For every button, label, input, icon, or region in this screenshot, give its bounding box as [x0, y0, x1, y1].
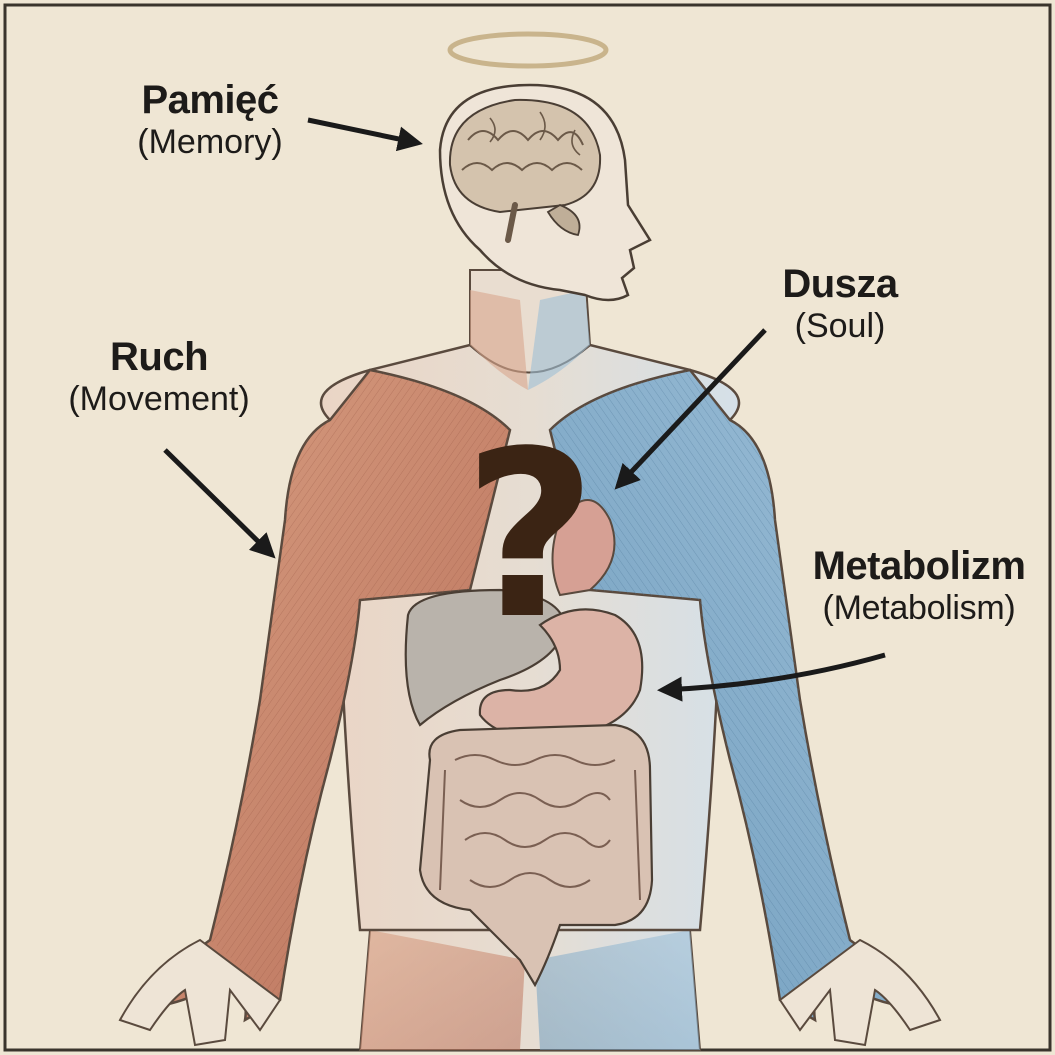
halo-icon: [450, 34, 606, 66]
label-metabolism: Metabolizm (Metabolism): [786, 544, 1052, 627]
label-memory-polish: Pamięć: [100, 78, 320, 123]
arrow-icon: [308, 120, 418, 143]
label-memory: Pamięć (Memory): [100, 78, 320, 161]
label-soul-english: (Soul): [760, 307, 920, 345]
label-movement-english: (Movement): [28, 380, 290, 418]
label-metabolism-polish: Metabolizm: [786, 544, 1052, 589]
arrow-icon: [165, 450, 272, 555]
label-soul: Dusza (Soul): [760, 262, 920, 345]
question-mark-icon: ?: [463, 403, 596, 670]
label-soul-polish: Dusza: [760, 262, 920, 307]
label-movement-polish: Ruch: [28, 335, 290, 380]
label-movement: Ruch (Movement): [28, 335, 290, 418]
label-memory-english: (Memory): [100, 123, 320, 161]
label-metabolism-english: (Metabolism): [786, 589, 1052, 627]
